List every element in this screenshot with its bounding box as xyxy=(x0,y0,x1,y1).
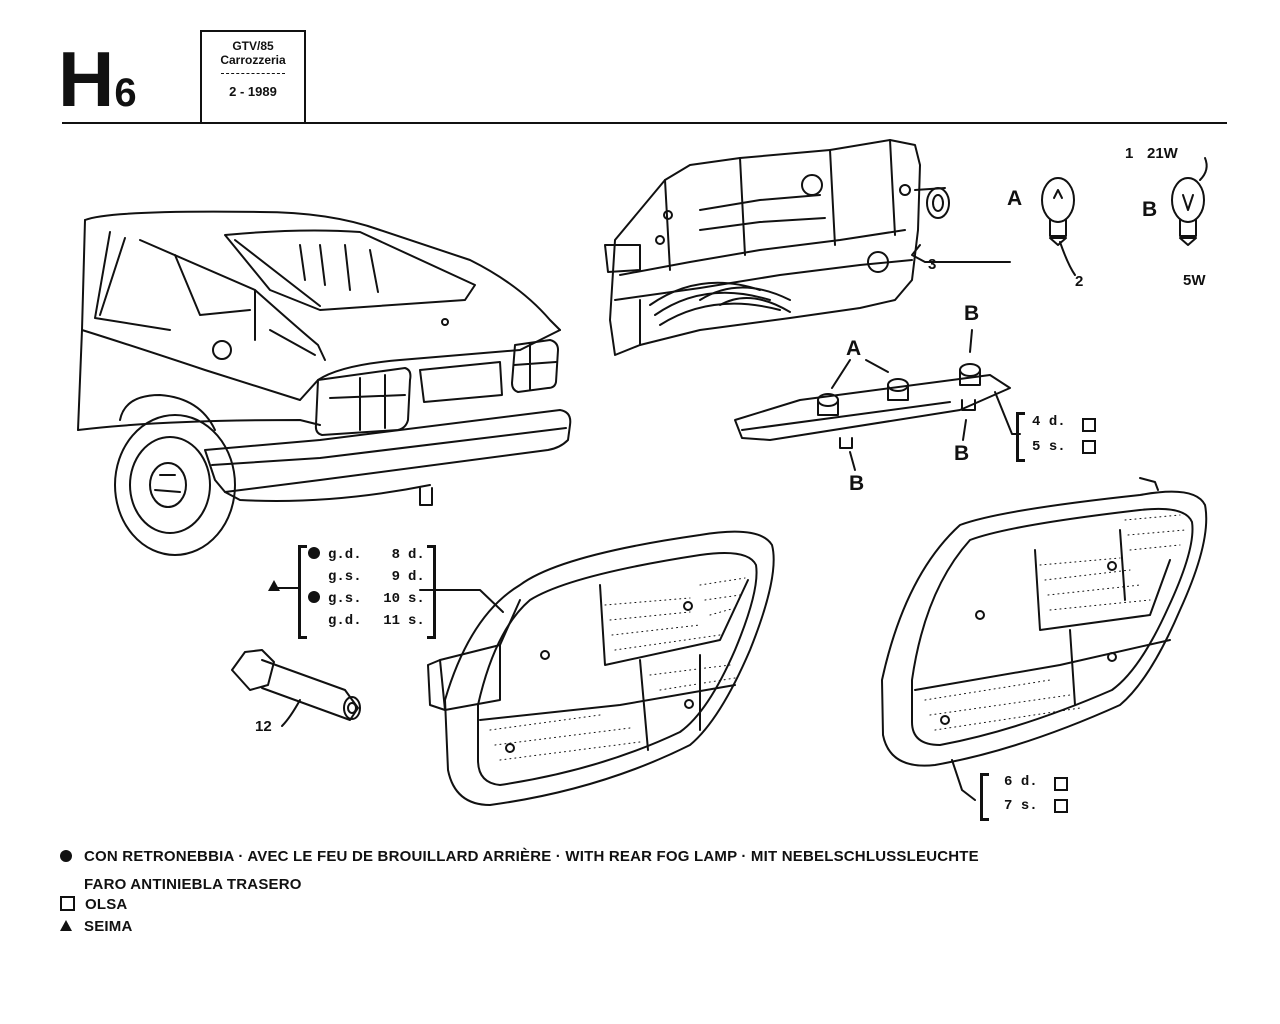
part-6-side: d. xyxy=(1020,774,1038,790)
bulb-5w-label: 5W xyxy=(1183,272,1206,289)
legend-olsa: OLSA xyxy=(60,896,127,913)
board-a-label: A xyxy=(846,337,862,360)
tail-lamp-left xyxy=(419,530,775,806)
variants-bracket-right xyxy=(427,545,436,639)
bulb-b-label: B xyxy=(1142,198,1158,221)
lamp-housing xyxy=(604,139,946,356)
legend-fog-line1: CON RETRONEBBIA · AVEC LE FEU DE BROUILL… xyxy=(84,848,979,865)
square-icon xyxy=(1054,777,1068,795)
part-5-label: 5 xyxy=(1032,439,1041,455)
part-6-row: 6 d. xyxy=(1004,774,1038,790)
legend-olsa-label: OLSA xyxy=(85,896,128,913)
variants-bracket-left xyxy=(298,545,307,639)
board-b-label-bottom: B xyxy=(849,472,865,495)
header-divider xyxy=(221,73,285,74)
part-4-row: 4 d. xyxy=(1032,414,1066,430)
board-b-label-top: B xyxy=(964,302,980,325)
variant-side: d. xyxy=(408,569,425,585)
variant-part-number: 10 xyxy=(383,591,400,607)
variant-side: d. xyxy=(408,547,425,563)
variant-code: g.d. xyxy=(328,547,362,563)
bulb-icon xyxy=(1171,157,1208,246)
tail-lamp-right xyxy=(881,477,1208,801)
variant-code: g.s. xyxy=(328,569,362,585)
variant-side: s. xyxy=(408,613,425,629)
part-2-label: 2 xyxy=(1075,273,1084,290)
part-7-side: s. xyxy=(1020,798,1038,814)
bulb-icon xyxy=(1041,177,1076,276)
sheet-code: H6 xyxy=(58,40,137,118)
square-icon xyxy=(60,896,75,911)
bulb-21w-label: 21W xyxy=(1147,145,1178,162)
triangle-icon xyxy=(268,578,292,596)
part-12-label: 12 xyxy=(255,718,272,735)
bracket-6-7 xyxy=(980,773,989,821)
variant-code: g.s. xyxy=(328,591,362,607)
sheet-number: 6 xyxy=(114,71,137,115)
square-icon xyxy=(1082,440,1096,458)
legend-fog-line2: FARO ANTINIEBLA TRASERO xyxy=(84,876,302,893)
variant-part-number: 11 xyxy=(383,613,400,629)
marker-spacer xyxy=(308,613,320,625)
header-box: GTV/85 Carrozzeria 2 - 1989 xyxy=(200,30,306,124)
board-b-label-right: B xyxy=(954,442,970,465)
part-5-side: s. xyxy=(1048,439,1066,455)
part-5-row: 5 s. xyxy=(1032,439,1066,455)
socket-part-3 xyxy=(911,187,1011,263)
variant-code: g.d. xyxy=(328,613,362,629)
section-label: Carrozzeria xyxy=(220,53,286,67)
part-6-label: 6 xyxy=(1004,774,1013,790)
filled-dot-icon xyxy=(308,547,320,559)
filled-dot-icon xyxy=(60,850,72,862)
variant-part-number: 9 xyxy=(391,569,400,585)
sheet-letter: H xyxy=(58,35,114,123)
bracket-4-5 xyxy=(1016,412,1025,462)
bulb-a-label: A xyxy=(1007,187,1023,210)
variant-row: g.s. 10 s. xyxy=(308,591,428,611)
variant-part-number: 8 xyxy=(391,547,400,563)
variant-row: g.d. 11 s. xyxy=(308,613,428,633)
square-icon xyxy=(1082,418,1096,436)
circuit-board xyxy=(734,329,1021,471)
variant-side: s. xyxy=(408,591,425,607)
part-7-label: 7 xyxy=(1004,798,1013,814)
triangle-icon xyxy=(60,920,72,931)
model-label: GTV/85 xyxy=(232,39,274,53)
part-3-label: 3 xyxy=(928,256,937,273)
square-icon xyxy=(1054,799,1068,817)
part-4-side: d. xyxy=(1048,414,1066,430)
part-1-label: 1 xyxy=(1125,145,1134,162)
variant-row: g.s. 9 d. xyxy=(308,569,428,589)
date-label: 2 - 1989 xyxy=(229,84,277,99)
legend-seima-label: SEIMA xyxy=(84,918,133,935)
marker-spacer xyxy=(308,569,320,581)
part-7-row: 7 s. xyxy=(1004,798,1038,814)
bolt-part-12 xyxy=(231,649,361,727)
legend-fog-lamp: CON RETRONEBBIA · AVEC LE FEU DE BROUILL… xyxy=(60,848,979,865)
legend-seima: SEIMA xyxy=(60,918,133,935)
part-4-label: 4 xyxy=(1032,414,1041,430)
header-rule xyxy=(62,122,1227,124)
car-rear-view xyxy=(77,210,572,556)
filled-dot-icon xyxy=(308,591,320,603)
variant-row: g.d. 8 d. xyxy=(308,547,428,567)
